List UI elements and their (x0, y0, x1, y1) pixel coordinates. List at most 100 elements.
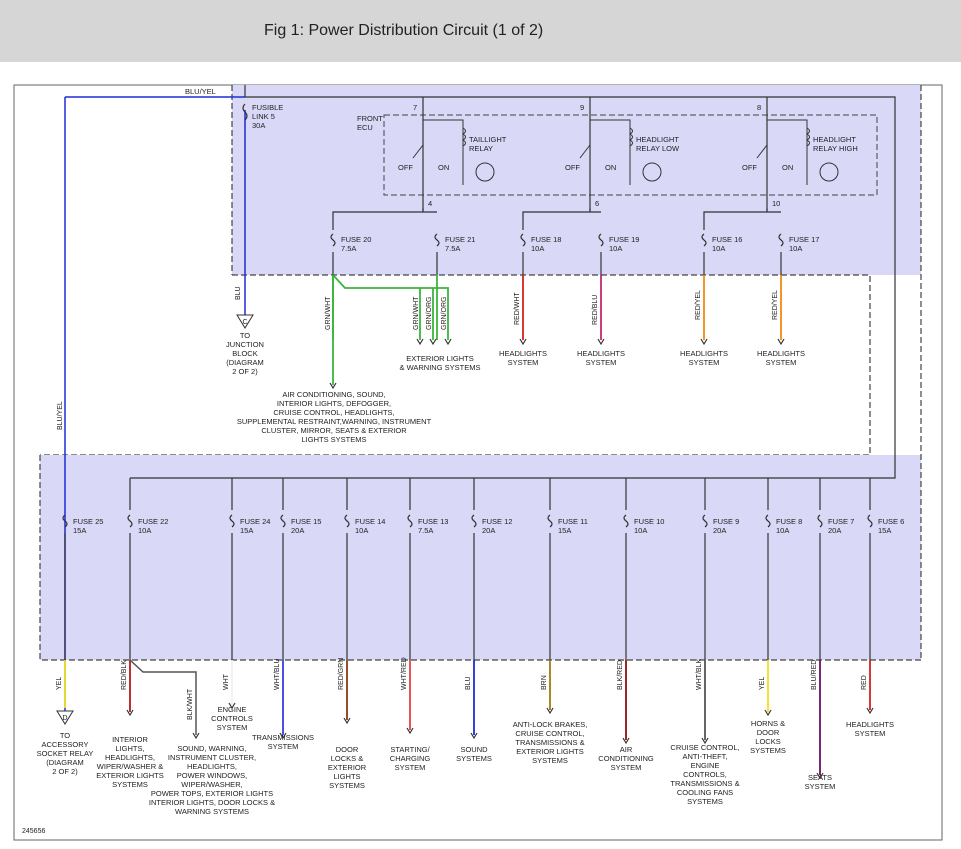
fuse-dest-line: SEATS (808, 773, 832, 782)
fuse-symbol (127, 514, 133, 528)
headlights-dest-line: SYSTEM (586, 358, 617, 367)
wire-color-label: GRN/ORG (426, 297, 433, 330)
arrow-head (866, 707, 874, 715)
fuse-dest-line: SYSTEM (268, 742, 299, 751)
arrow-head (444, 338, 452, 346)
fuse-dest-line: STARTING/ (390, 745, 430, 754)
fuse-dest-line: SYSTEMS (329, 781, 365, 790)
fusible-link-symbol (242, 103, 248, 121)
feed-wire-label: BLU/YEL (185, 87, 216, 96)
figure-id-number: 245656 (22, 828, 45, 835)
fuse-dest-line: CRUISE CONTROL, (670, 743, 739, 752)
fuse-dest-line: TRANSMISSIONS & (515, 738, 584, 747)
fuse-dest-line: EXTERIOR LIGHTS (96, 771, 164, 780)
fuse-dest-line: LOCKS (755, 737, 780, 746)
fuse-dest-line: EXTERIOR (328, 763, 367, 772)
headlights-dest-line: SYSTEM (766, 358, 797, 367)
green-branch (332, 274, 449, 340)
relay-pin-in: 7 (413, 103, 417, 112)
front-ecu-label-line: FRONT (357, 114, 383, 123)
relay-off: OFF (565, 163, 580, 172)
lower-fuse-name: FUSE 24 (240, 517, 270, 526)
fuse-symbol (778, 233, 784, 247)
fuse-symbol (817, 514, 823, 528)
arrow-head (416, 338, 424, 346)
transistor-circle (642, 162, 662, 182)
bus-top (130, 96, 896, 479)
fuse-dest-line: SOUND (460, 745, 488, 754)
fuse-dest-line: LOCKS & (331, 754, 364, 763)
relay-pin-out: 6 (595, 199, 599, 208)
fuse22-branch (129, 659, 197, 735)
fuse-dest-line: TRANSMISSIONS & (670, 779, 739, 788)
fuse-dest-line: WIPER/WASHER & (97, 762, 163, 771)
front-ecu-label-line: ECU (357, 123, 373, 132)
fuse-dest-line: CONTROLS, (683, 770, 727, 779)
wire-color-label: RED/BLK (121, 660, 128, 690)
transistor-circle (819, 162, 839, 182)
title-bar: Fig 1: Power Distribution Circuit (1 of … (0, 0, 961, 62)
arrow-head (519, 338, 527, 346)
transistor-circle (475, 162, 495, 182)
lower-drops (56, 478, 874, 780)
relay-name-line: HEADLIGHT (636, 135, 679, 144)
fuse-dest-line: SYSTEM (611, 763, 642, 772)
lower-fuse-rating: 7.5A (418, 526, 433, 535)
relay-pin-out: 10 (772, 199, 780, 208)
wire-color-label: BLU/YEL (57, 401, 64, 430)
connector-c (236, 314, 254, 329)
lower-fuse-rating: 20A (291, 526, 304, 535)
relay-name-line: RELAY LOW (636, 144, 680, 153)
fuse22-dest2-line: POWER TOPS, EXTERIOR LIGHTS (151, 789, 273, 798)
lower-fuse-name: FUSE 9 (713, 517, 739, 526)
fuse-symbol (623, 514, 629, 528)
lower-fuse-name: FUSE 7 (828, 517, 854, 526)
lower-fuse-name: FUSE 12 (482, 517, 512, 526)
wire-color-label: BRN (541, 675, 548, 690)
fuse-dest-line: SYSTEM (395, 763, 426, 772)
fuse-dest-line: SYSTEMS (112, 780, 148, 789)
upper-drops (236, 208, 785, 390)
fusible-link-label-line: LINK 5 (252, 112, 275, 121)
upper-fuse-rating: 10A (712, 244, 725, 253)
wire-color-label: GRN/WHT (325, 296, 332, 330)
fuse-dest-line: TRANSMISSIONS (252, 733, 314, 742)
arrow-head (228, 702, 236, 710)
arrow-head (764, 709, 772, 717)
lower-fuse-rating: 15A (558, 526, 571, 535)
connector-d-label: D (62, 715, 67, 722)
ac-dest-line: CLUSTER, MIRROR, SEATS & EXTERIOR (261, 426, 407, 435)
fuse-dest-line: SOCKET RELAY (37, 749, 94, 758)
wire-color-label: WHT/BLK (696, 659, 703, 690)
connector-c-dest-line: 2 OF 2) (232, 367, 258, 376)
ac-dest-line: LIGHTS SYSTEMS (301, 435, 366, 444)
fuse-symbol (701, 233, 707, 247)
wire-color-label: BLU (235, 286, 242, 300)
relay-switch (412, 144, 424, 159)
lower-fuse-name: FUSE 8 (776, 517, 802, 526)
arrow-head (700, 338, 708, 346)
relay-coil (629, 127, 633, 147)
relay-name-line: TAILLIGHT (469, 135, 507, 144)
relay-pin-in: 8 (757, 103, 761, 112)
headlights-dest-line: HEADLIGHTS (680, 349, 728, 358)
relay-pin-out: 4 (428, 199, 432, 208)
lower-fuse-name: FUSE 10 (634, 517, 664, 526)
fuse-dest-line: ANTI-THEFT, (683, 752, 728, 761)
wire-color-label: GRN/WHT (413, 296, 420, 330)
fuse-dest-line: SYSTEMS (750, 746, 786, 755)
fuse-symbol (702, 514, 708, 528)
headlights-dest-line: SYSTEM (689, 358, 720, 367)
figure-title: Fig 1: Power Distribution Circuit (1 of … (264, 22, 544, 39)
fuse-symbol (765, 514, 771, 528)
wire-color-label: RED/YEL (772, 290, 779, 320)
arrow-head (429, 338, 437, 346)
fuse-dest-line: LIGHTS, (115, 744, 144, 753)
fuse-dest-line: ENGINE (691, 761, 720, 770)
upper-fuse-rating: 7.5A (445, 244, 460, 253)
fuse-symbol (229, 514, 235, 528)
fuse-bus (703, 208, 781, 230)
relay-on: ON (438, 163, 449, 172)
upper-fuse-name: FUSE 16 (712, 235, 742, 244)
